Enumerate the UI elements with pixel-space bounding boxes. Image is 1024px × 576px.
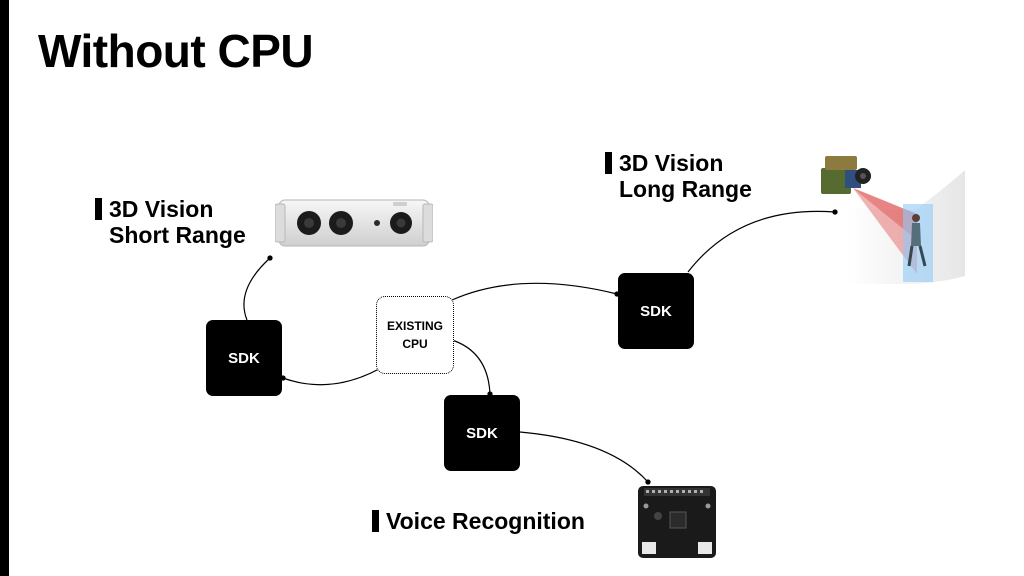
label-marker [372,510,379,532]
sdk-box-long-range: SDK [618,273,694,349]
existing-cpu-box: EXISTING CPU [376,296,454,374]
lidar-sensor-icon [821,156,965,284]
cpu-label-line2: CPU [402,337,428,351]
label-marker [95,198,102,220]
label-short-range: 3D Vision Short Range [95,196,246,248]
mic-array-board-icon [638,486,716,558]
cpu-label-line1: EXISTING [386,319,443,333]
label-marker [605,152,612,174]
left-edge-bar [0,0,9,576]
label-voice: Voice Recognition [372,508,585,534]
depth-camera-icon [275,199,433,247]
label-long-range: 3D Vision Long Range [605,150,752,202]
connector-sdk-right-long-range [687,209,838,273]
connector-sdk-left-short-range [243,255,273,321]
slide-title: Without CPU [38,25,314,77]
connector-sdk-bottom-voice [519,431,651,485]
sdk-box-short-range: SDK [206,320,282,396]
sdk-box-voice: SDK [444,395,520,471]
label-voice-text: Voice Recognition [386,508,585,534]
connector-cpu-sdk-bottom [451,339,493,397]
label-short-range-text: 3D Vision Short Range [109,196,246,248]
connector-cpu-sdk-right [451,282,620,301]
label-long-range-text: 3D Vision Long Range [619,150,752,202]
connector-cpu-sdk-left [280,368,380,386]
